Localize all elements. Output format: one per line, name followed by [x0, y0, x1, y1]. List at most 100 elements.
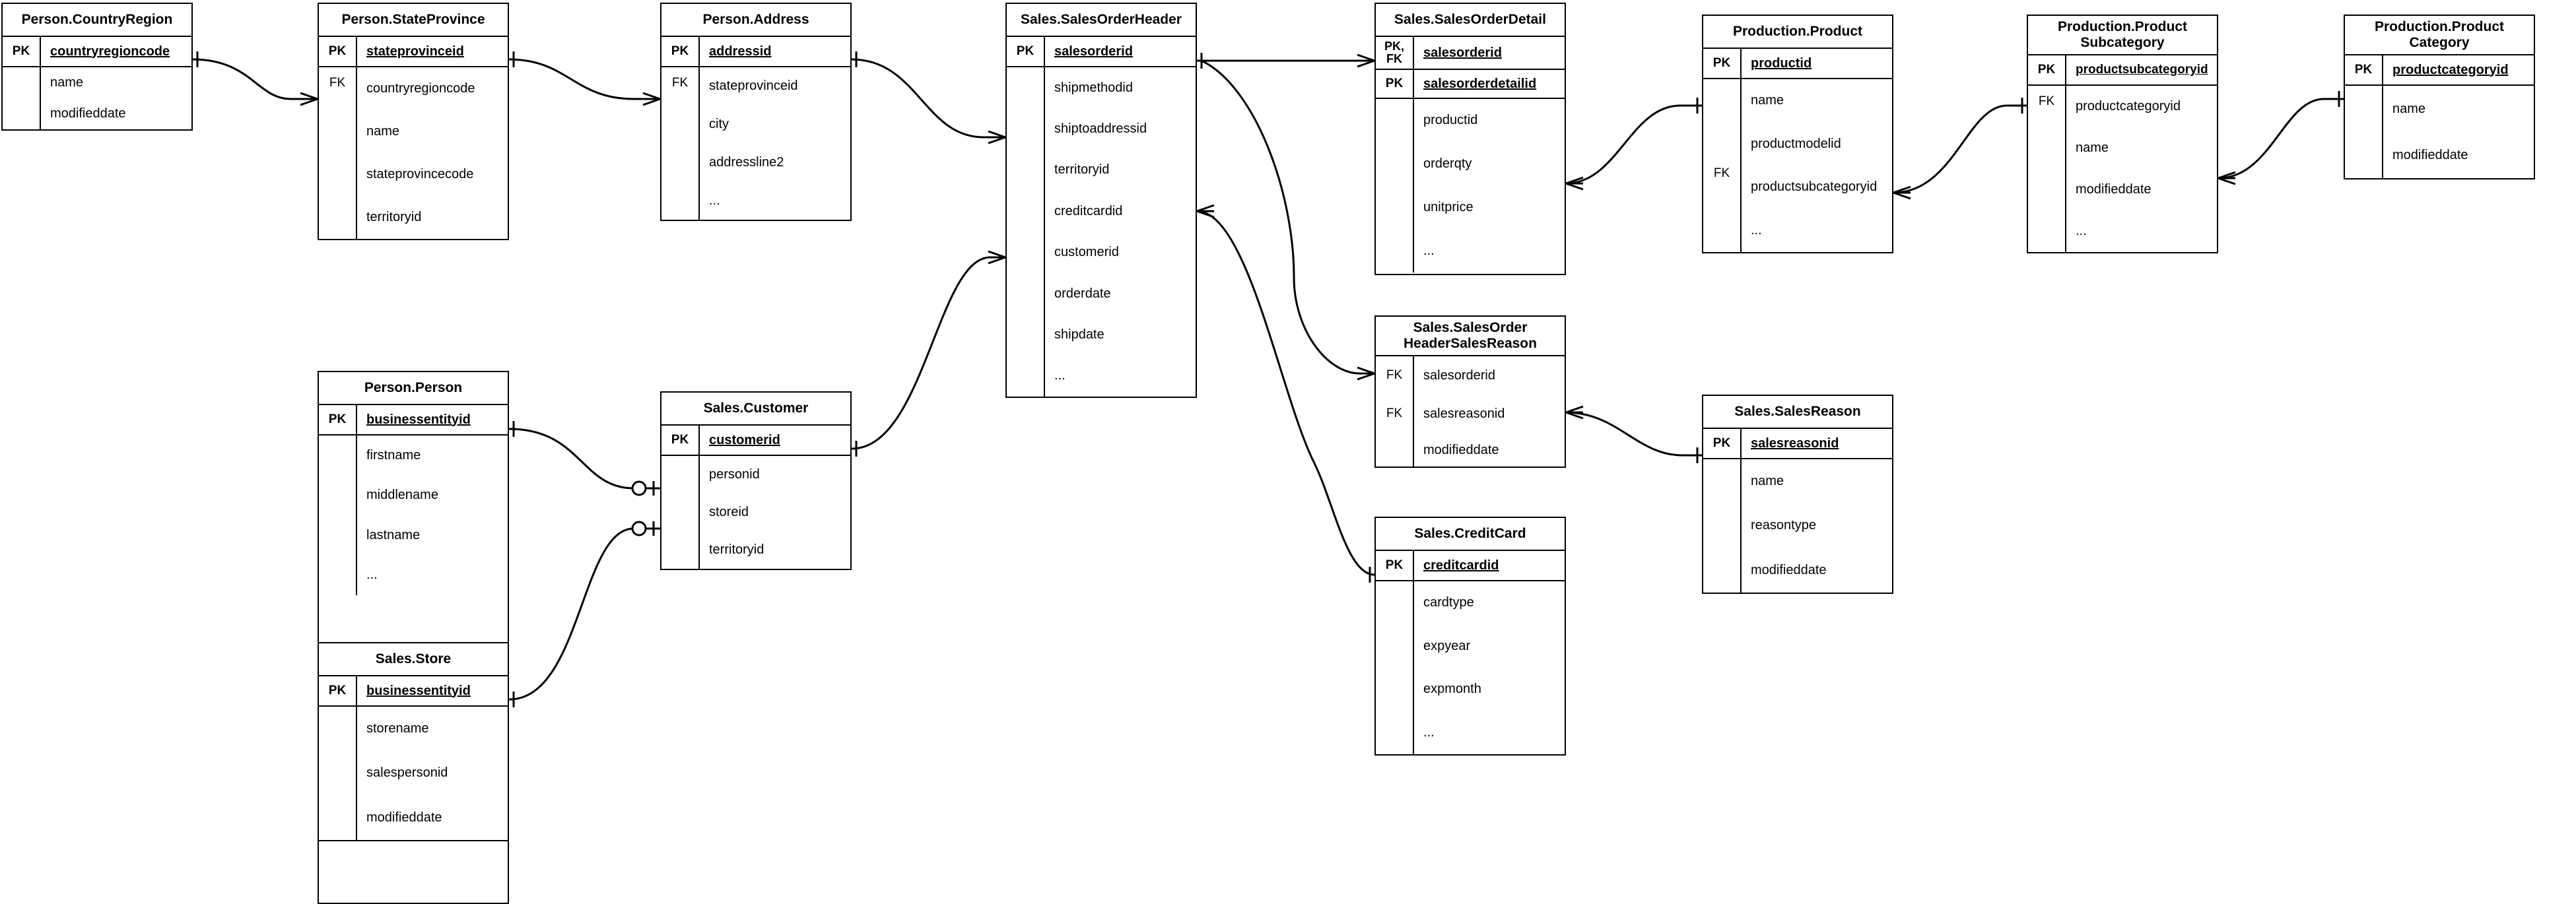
entity-rows: PK salesreasonid name reasontype modifie… — [1703, 428, 1892, 594]
table-row[interactable]: FK salesreasonid — [1376, 395, 1565, 433]
table-row[interactable]: PK businessentityid — [319, 405, 508, 436]
table-row-group: storename salespersonid modifieddate — [319, 707, 508, 840]
table-row-group: FK productcategoryid name modifieddate .… — [2028, 86, 2217, 252]
column-list: firstname middlename lastname ... — [357, 436, 508, 595]
table-row[interactable]: modifieddate — [1376, 433, 1565, 468]
column-name: shipmethodid — [1054, 80, 1133, 95]
entity-rows: PK, FK salesorderid PK salesorderdetaili… — [1376, 36, 1565, 275]
fk-badge: FK — [1703, 79, 1742, 252]
entity-rows: PK productid FK name productmodelid prod… — [1703, 48, 1892, 253]
table-row[interactable]: PK addressid — [661, 37, 850, 67]
entity-title: Sales.CreditCard — [1414, 526, 1526, 542]
key-badge: PK — [661, 37, 700, 66]
column-name: stateprovinceid — [709, 79, 798, 94]
entity-sales-creditcard[interactable]: Sales.CreditCard PK creditcardid cardtyp… — [1374, 517, 1566, 756]
entity-title: Person.CountryRegion — [21, 12, 173, 28]
column-ellipsis: ... — [2076, 224, 2087, 238]
column-name: firstname — [366, 447, 421, 463]
key-badge — [2345, 86, 2383, 178]
column-ellipsis: ... — [1423, 243, 1435, 258]
table-row[interactable]: PK, FK salesorderid — [1376, 37, 1565, 70]
entity-person-address[interactable]: Person.Address PK addressid FK stateprov… — [660, 3, 852, 221]
entity-sales-salesorderheader[interactable]: Sales.SalesOrderHeader PK salesorderid s… — [1005, 3, 1197, 398]
entity-rows: PK creditcardid cardtype expyear expmont… — [1376, 550, 1565, 756]
column-name: salesorderid — [1423, 45, 1502, 60]
column-name: salesorderdetailid — [1423, 76, 1537, 91]
column-name: cardtype — [1423, 595, 1474, 610]
fk-badge: FK — [661, 67, 700, 220]
key-badge-pkfk: PK, FK — [1376, 37, 1414, 69]
table-row[interactable]: PK creditcardid — [1376, 551, 1565, 581]
rel-product-productsubcategory — [1893, 98, 2027, 200]
table-row-group: name reasontype modifieddate — [1703, 459, 1892, 593]
fk-badge: FK — [1376, 395, 1414, 433]
table-row[interactable]: PK businessentityid — [319, 676, 508, 707]
column-name: middlename — [366, 488, 438, 503]
column-name: modifieddate — [50, 106, 126, 121]
entity-rows: PK countryregioncode name modifieddate — [3, 36, 191, 131]
column-name: name — [2076, 141, 2109, 155]
table-row[interactable]: PK salesorderid — [1007, 37, 1196, 67]
rel-person-customer — [508, 421, 660, 496]
entity-rows: PK salesorderid shipmethodid shiptoaddre… — [1007, 36, 1196, 398]
column-name: creditcardid — [1423, 558, 1499, 573]
column-list: storename salespersonid modifieddate — [357, 707, 508, 840]
fk-badge: FK — [2028, 86, 2066, 252]
rel-customer-salesorderheader — [851, 250, 1006, 457]
table-row[interactable]: FK salesorderid — [1376, 356, 1565, 395]
entity-title: Person.Address — [702, 12, 809, 28]
key-badge: PK — [1703, 49, 1742, 78]
table-row-group: personid storeid territoryid — [661, 456, 850, 569]
column-list: productid orderqty unitprice ... — [1414, 99, 1565, 273]
entity-title: Production.Product Category — [2375, 19, 2504, 50]
column-name: shipdate — [1054, 327, 1104, 342]
column-list: productcategoryid name modifieddate ... — [2066, 86, 2217, 252]
key-badge: PK — [3, 37, 41, 66]
rel-stateprovince-address — [508, 51, 661, 106]
key-badge — [1376, 581, 1414, 754]
column-ellipsis: ... — [1423, 725, 1435, 740]
entity-title: Production.Product — [1733, 24, 1862, 40]
rel-salesorderheader-salesorderheadersalesreason — [1201, 59, 1375, 381]
entity-production-product[interactable]: Production.Product PK productid FK name … — [1702, 15, 1893, 253]
column-name: name — [1751, 474, 1784, 489]
entity-production-productsubcategory[interactable]: Production.Product Subcategory PK produc… — [2027, 15, 2218, 253]
table-row[interactable]: PK productid — [1703, 49, 1892, 79]
entity-title: Sales.SalesOrderDetail — [1394, 12, 1546, 28]
column-name: salesorderid — [1423, 368, 1495, 383]
table-row[interactable]: PK customerid — [661, 426, 850, 456]
entity-rows: PK productcategoryid name modifieddate — [2345, 54, 2534, 179]
column-name: storename — [366, 721, 429, 736]
column-name: stateprovinceid — [366, 44, 464, 59]
column-name: countryregioncode — [50, 44, 170, 59]
entity-rows: PK productsubcategoryid FK productcatego… — [2028, 54, 2217, 253]
column-name: modifieddate — [2392, 147, 2468, 162]
column-list: name productmodelid productsubcategoryid… — [1742, 79, 1892, 252]
table-row[interactable]: PK stateprovinceid — [319, 37, 508, 67]
column-name: salesreasonid — [1751, 436, 1839, 451]
entity-person-stateprovince[interactable]: Person.StateProvince PK stateprovinceid … — [318, 3, 509, 240]
key-badge: PK — [2345, 55, 2383, 84]
column-name: reasontype — [1751, 518, 1816, 533]
entity-sales-salesreason[interactable]: Sales.SalesReason PK salesreasonid name … — [1702, 395, 1893, 594]
table-row[interactable]: PK productcategoryid — [2345, 55, 2534, 86]
key-badge: PK — [1376, 70, 1414, 98]
entity-title: Sales.SalesOrderHeader — [1021, 12, 1182, 28]
table-row-group: FK name productmodelid productsubcategor… — [1703, 79, 1892, 252]
table-row[interactable]: PK countryregioncode — [3, 37, 191, 67]
table-row-group: name modifieddate — [3, 67, 191, 129]
table-row[interactable]: PK productsubcategoryid — [2028, 55, 2217, 86]
entity-production-productcategory[interactable]: Production.Product Category PK productca… — [2344, 15, 2535, 179]
column-name: shiptoaddressid — [1054, 121, 1147, 137]
table-row[interactable]: PK salesorderdetailid — [1376, 70, 1565, 99]
table-row-group: name modifieddate — [2345, 86, 2534, 178]
entity-sales-customer[interactable]: Sales.Customer PK customerid personid st… — [660, 391, 852, 570]
fk-badge: FK — [1376, 356, 1414, 395]
entity-person-countryregion[interactable]: Person.CountryRegion PK countryregioncod… — [1, 3, 193, 131]
entity-sales-salesorderheadersalesreason[interactable]: Sales.SalesOrder HeaderSalesReason FK sa… — [1374, 315, 1566, 468]
column-name: storeid — [709, 505, 749, 519]
entity-sales-salesorderdetail[interactable]: Sales.SalesOrderDetail PK, FK salesorder… — [1374, 3, 1566, 275]
column-ellipsis: ... — [1054, 368, 1066, 383]
table-row[interactable]: PK salesreasonid — [1703, 429, 1892, 459]
entity-sales-store[interactable]: Sales.Store PK businessentityid storenam… — [318, 642, 509, 841]
